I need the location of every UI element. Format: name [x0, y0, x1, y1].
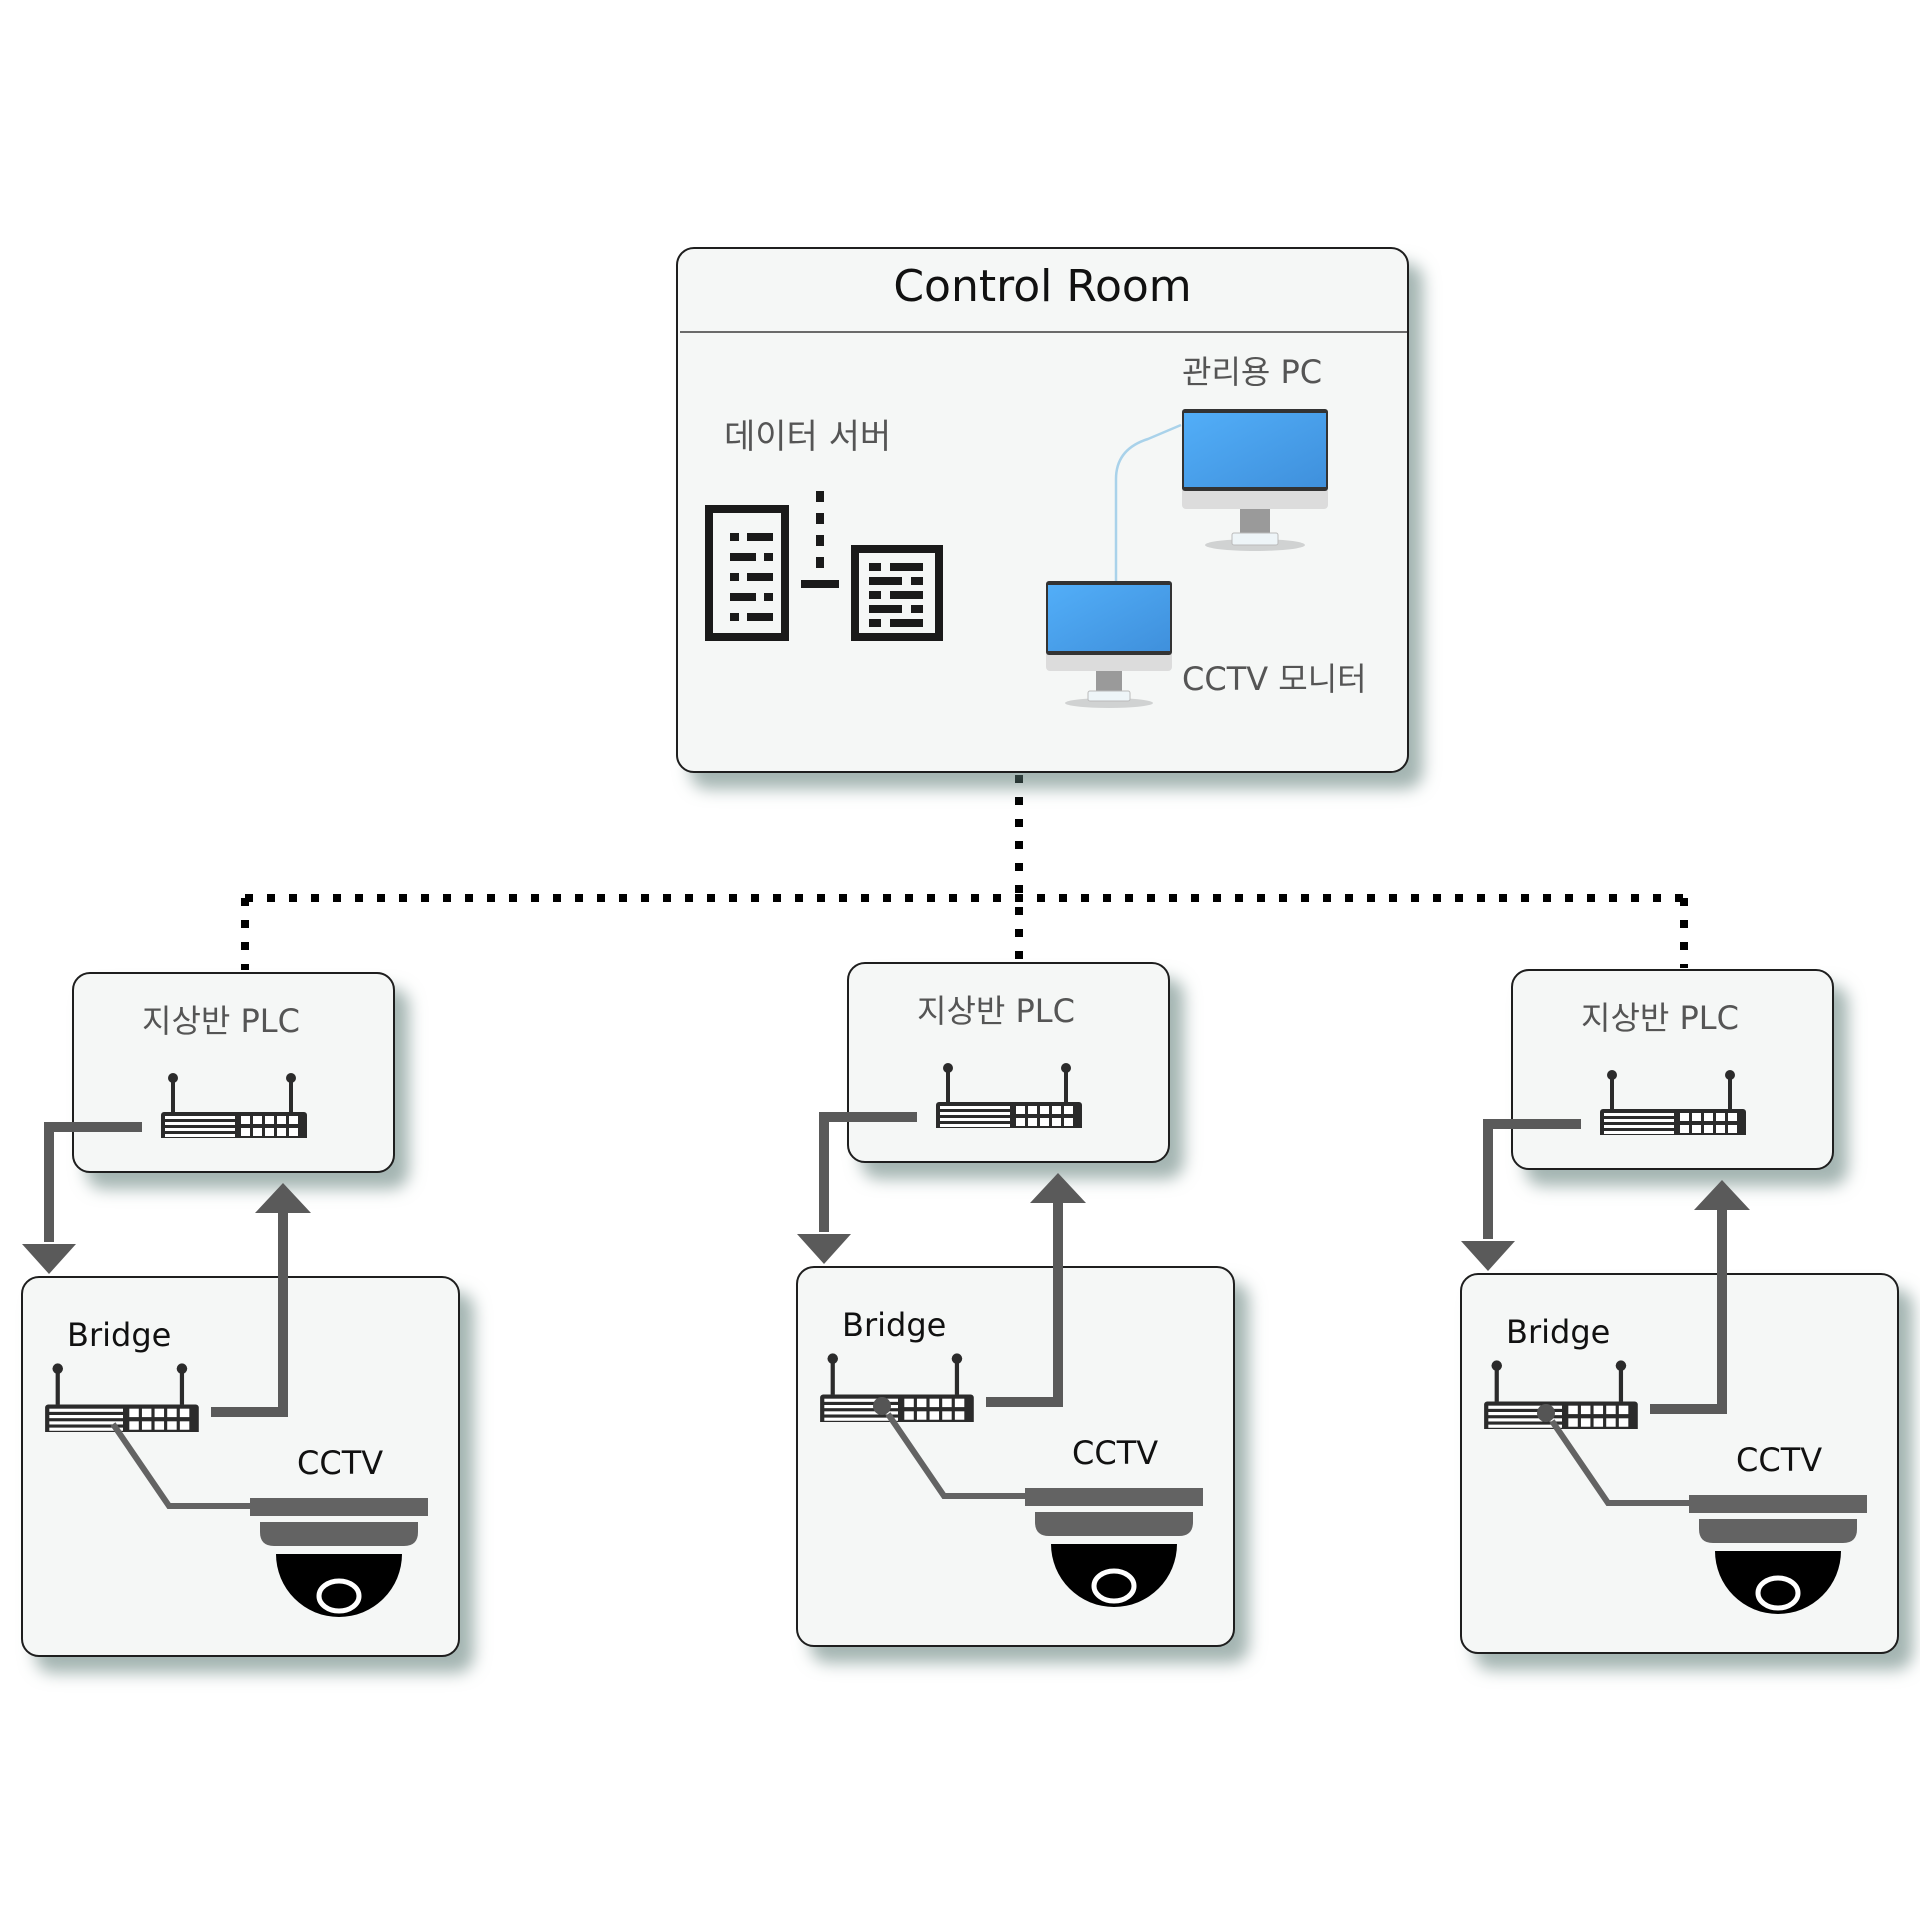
up-arrow-line: [986, 1202, 1063, 1407]
down-arrow-head: [1461, 1241, 1515, 1271]
plc-box: 지상반 PLC: [72, 972, 395, 1173]
camera-cable: [885, 1412, 1026, 1499]
control-room-divider: [680, 331, 1407, 333]
up-arrow-head: [255, 1183, 311, 1213]
management-pc-label: 관리용 PC: [1182, 353, 1323, 391]
plc-label: 지상반 PLC: [917, 992, 1075, 1030]
bridge-port-dot: [1537, 1404, 1555, 1422]
control-room-title: Control Room: [893, 261, 1192, 312]
plc-box: 지상반 PLC: [1511, 969, 1834, 1170]
bridge-label: Bridge: [1506, 1313, 1611, 1351]
down-arrow-head: [797, 1234, 851, 1264]
bridge-label: Bridge: [842, 1306, 947, 1344]
cctv-monitor-icon: [1046, 581, 1172, 708]
down-arrow-line: [44, 1122, 142, 1242]
plc-label: 지상반 PLC: [142, 1002, 300, 1040]
down-arrow-line: [1483, 1119, 1581, 1239]
plc-box: 지상반 PLC: [847, 962, 1170, 1163]
down-arrow-line: [819, 1112, 917, 1232]
up-arrow-line: [211, 1212, 288, 1417]
camera-cable: [1549, 1419, 1690, 1506]
camera-label: CCTV: [1736, 1441, 1823, 1479]
down-arrow-head: [22, 1244, 76, 1274]
cctv-camera-icon: [250, 1498, 428, 1617]
camera-cable: [110, 1422, 251, 1509]
up-arrow-head: [1694, 1180, 1750, 1210]
up-arrow-line: [1650, 1209, 1727, 1414]
bridge-port-dot: [873, 1397, 891, 1415]
cctv-camera-icon: [1689, 1495, 1867, 1614]
plc-label: 지상반 PLC: [1581, 999, 1739, 1037]
bridge-label: Bridge: [67, 1316, 172, 1354]
cctv-camera-icon: [1025, 1488, 1203, 1607]
cctv-monitor-label: CCTV 모니터: [1182, 660, 1367, 698]
control-room-box: Control Room 데이터 서버 관리용 PC CCTV 모니터: [676, 247, 1409, 773]
management-pc-icon: [1182, 409, 1328, 551]
up-arrow-head: [1030, 1173, 1086, 1203]
camera-label: CCTV: [1072, 1434, 1159, 1472]
data-server-label: 데이터 서버: [724, 417, 892, 457]
data-server-icon: [705, 491, 943, 641]
camera-label: CCTV: [297, 1444, 384, 1482]
monitor-link: [1114, 423, 1182, 670]
